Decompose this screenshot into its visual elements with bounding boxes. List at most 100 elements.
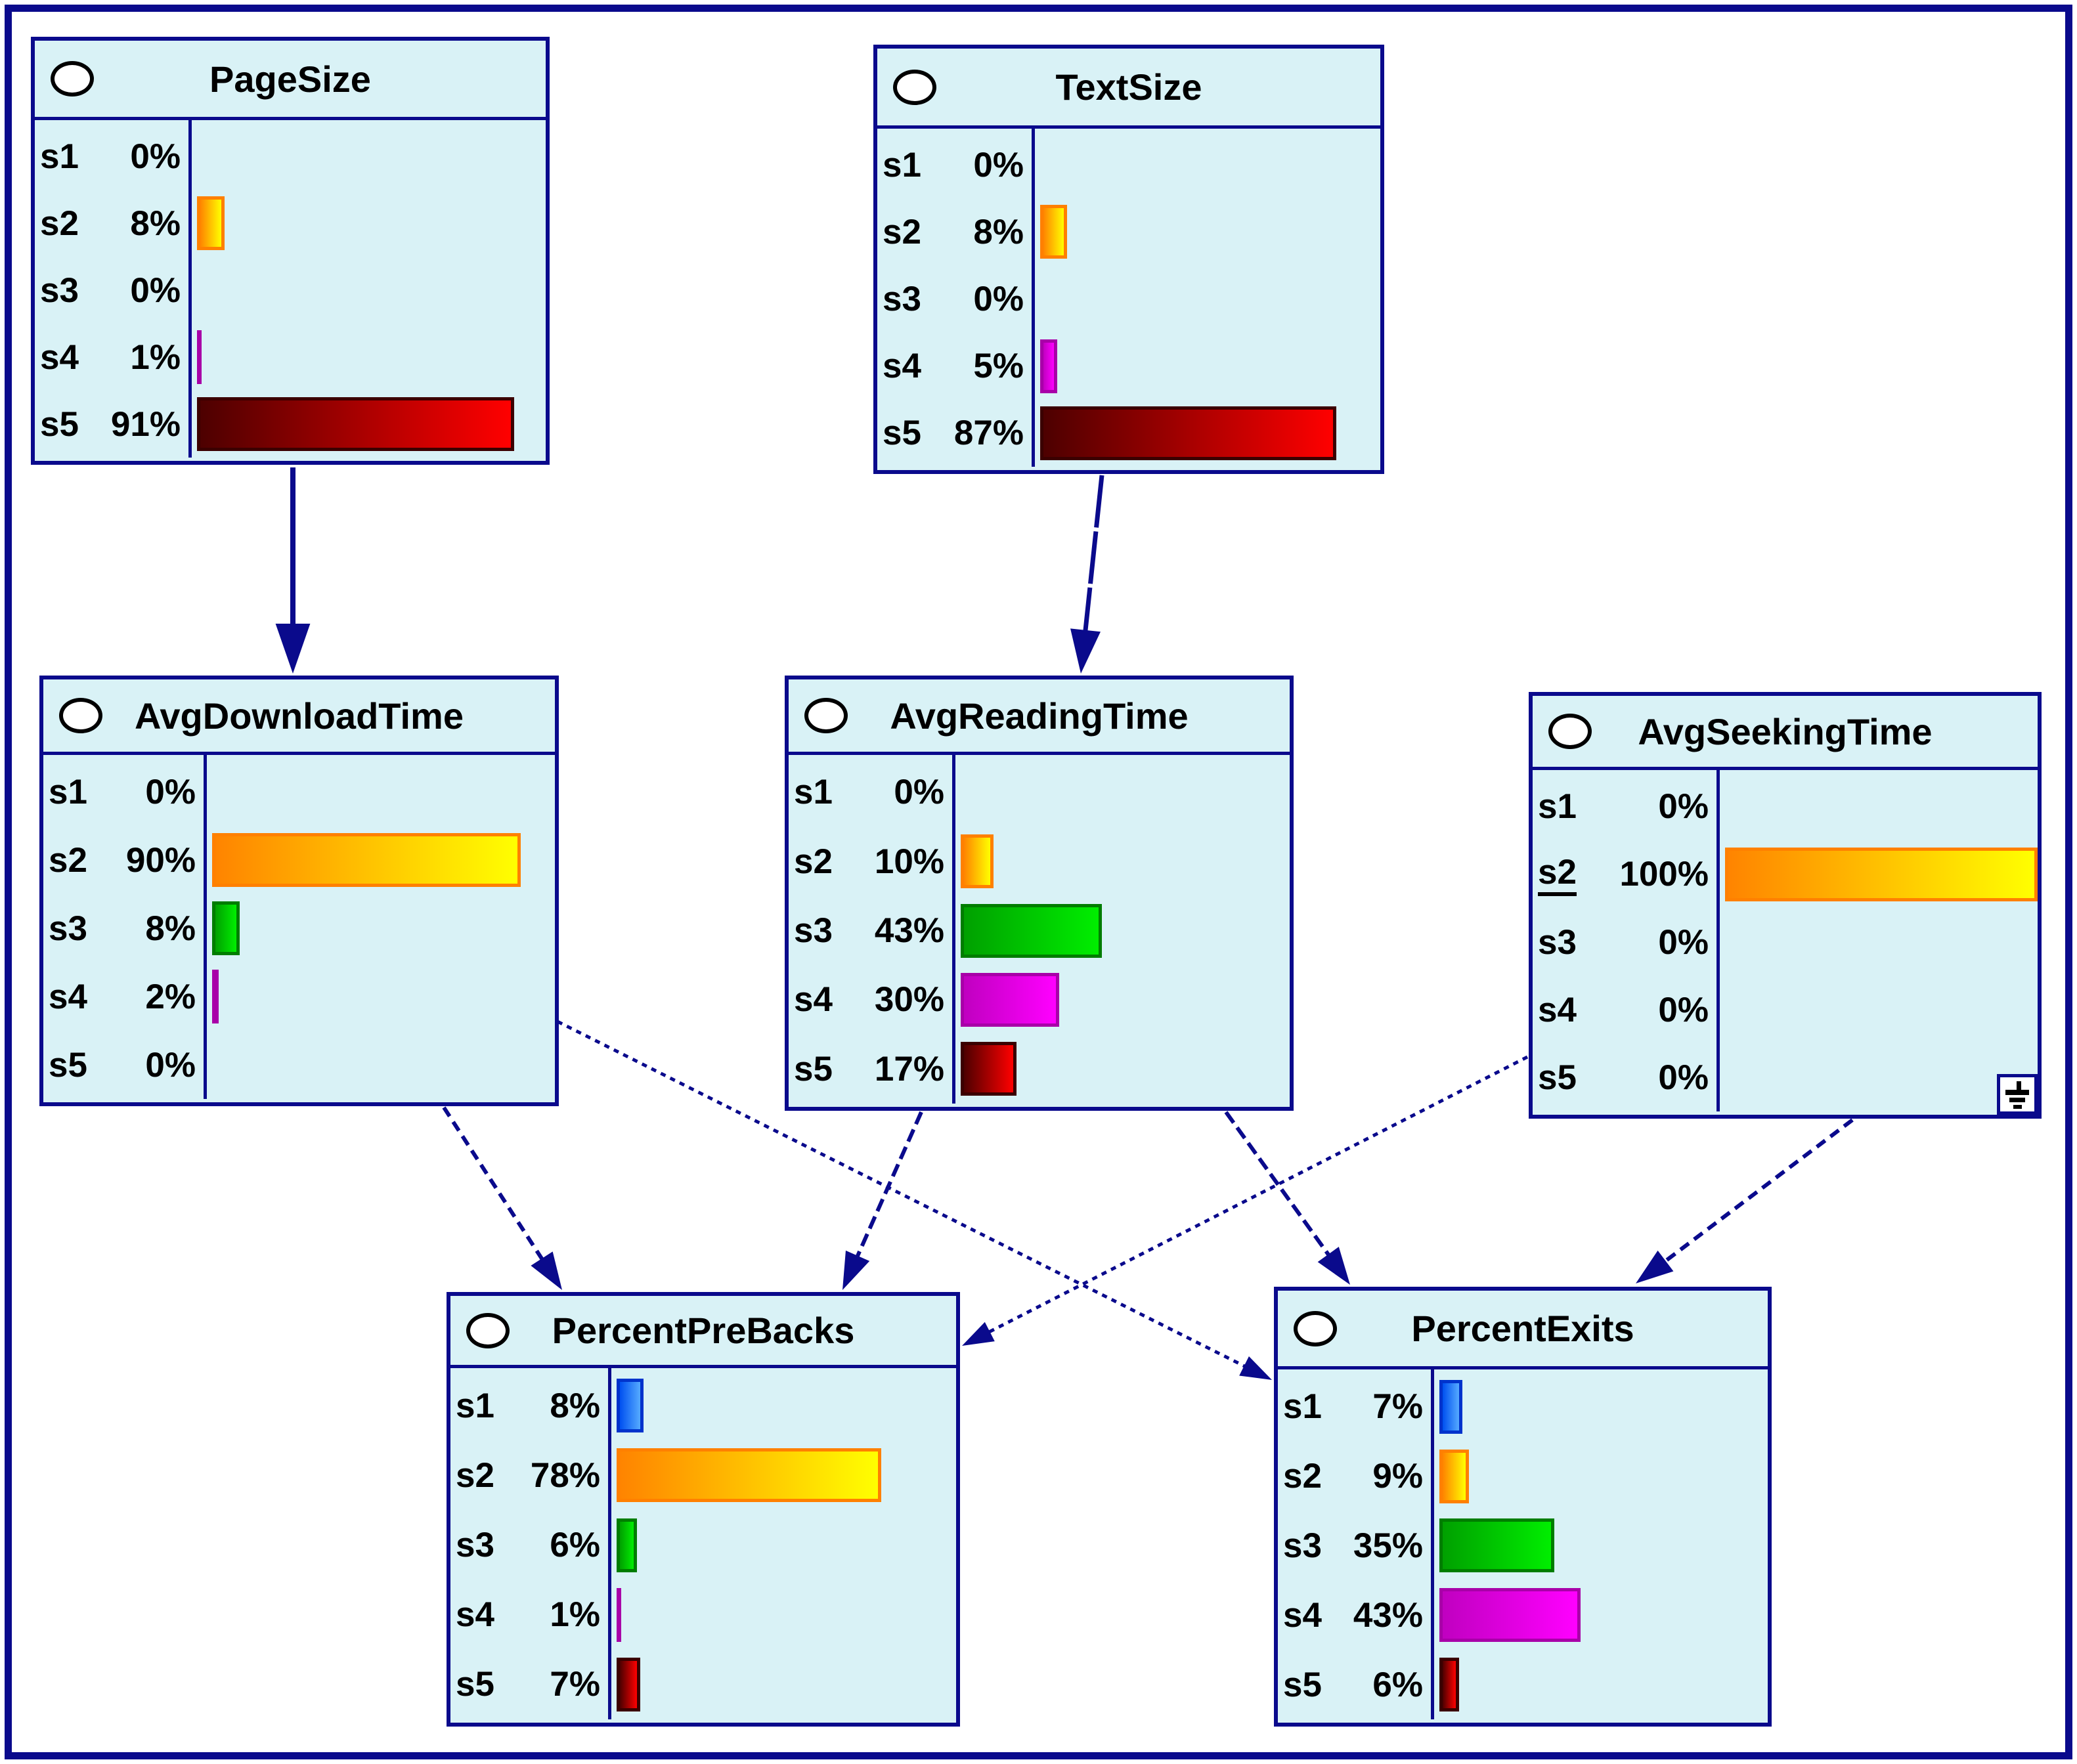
state-name: s2 (40, 204, 79, 243)
state-name: s3 (1538, 922, 1577, 962)
node-titlebar: PercentExits (1278, 1291, 1768, 1369)
probability-bar-s5 (961, 1042, 1017, 1096)
state-name: s1 (40, 137, 79, 176)
state-probability: 5% (973, 347, 1024, 386)
state-probability: 43% (874, 911, 944, 951)
state-probability: 87% (953, 414, 1024, 453)
probability-bar-s2 (197, 196, 225, 250)
probability-bar-s4 (1040, 339, 1057, 393)
state-name: s3 (40, 270, 79, 310)
state-probability: 30% (874, 980, 944, 1020)
state-name: s3 (883, 280, 921, 318)
state-probability: 2% (145, 977, 196, 1016)
state-name: s4 (49, 977, 87, 1016)
outer-frame (5, 5, 2072, 1759)
probability-bar-s4 (212, 970, 219, 1023)
bar-row (197, 190, 546, 257)
state-probability: 0% (1658, 1058, 1709, 1097)
probability-bar-s5 (1439, 1658, 1459, 1712)
state-row: s3 43% (789, 896, 952, 965)
state-row: s3 0% (1533, 908, 1716, 976)
state-name: s5 (1538, 1058, 1577, 1097)
bar-row (961, 827, 1290, 895)
bar-row (1725, 773, 2038, 840)
state-probability: 35% (1353, 1526, 1423, 1565)
state-probability: 1% (130, 337, 181, 377)
probability-bar-s2 (617, 1448, 882, 1503)
bar-row (212, 962, 555, 1031)
state-bar-column (1035, 129, 1380, 467)
node-titlebar: PageSize (35, 41, 546, 120)
bar-row (1040, 400, 1380, 467)
state-name: s4 (883, 347, 921, 386)
state-row: s3 0% (877, 265, 1032, 332)
state-probability: 0% (973, 145, 1024, 184)
state-name: s4 (456, 1595, 494, 1635)
state-name: s5 (883, 414, 921, 453)
state-probability: 8% (130, 204, 181, 243)
state-name: s3 (49, 909, 87, 948)
state-bar-column (1434, 1369, 1768, 1719)
state-name: s4 (1538, 990, 1577, 1029)
state-bar-column (955, 755, 1290, 1104)
state-name: s3 (456, 1526, 494, 1564)
node-title: PercentPreBacks (552, 1310, 855, 1351)
state-probability: 0% (145, 1045, 196, 1085)
state-name: s1 (456, 1386, 494, 1425)
state-probability: 0% (1658, 922, 1709, 962)
state-probability: 0% (1658, 787, 1709, 827)
state-name: s3 (1283, 1526, 1322, 1565)
node-ellipse-icon (893, 69, 936, 105)
bar-row (1725, 1044, 2038, 1111)
ground-symbol-icon (1997, 1074, 2038, 1115)
state-probability: 1% (550, 1595, 600, 1635)
bar-row (961, 965, 1290, 1034)
state-name: s4 (794, 980, 833, 1020)
state-name: s2 (883, 212, 921, 251)
state-probability: 0% (130, 137, 181, 176)
node-title: AvgDownloadTime (135, 695, 464, 737)
bar-row (212, 758, 555, 826)
bar-row (197, 324, 546, 391)
node-titlebar: AvgSeekingTime (1533, 696, 2038, 770)
state-probability: 0% (1658, 990, 1709, 1029)
bar-row (1725, 976, 2038, 1044)
state-probability: 43% (1353, 1595, 1423, 1635)
bar-row (617, 1440, 956, 1510)
bar-row (961, 758, 1290, 827)
link-AvgReadingTime-to-PercentPreBacks (851, 1111, 923, 1267)
state-probability: 0% (973, 280, 1024, 318)
state-name: s4 (1283, 1595, 1322, 1635)
node-title: PageSize (209, 58, 371, 100)
state-name: s2 (1283, 1457, 1322, 1496)
bar-row (617, 1650, 956, 1719)
state-row: s4 5% (877, 333, 1032, 400)
state-row: s4 30% (789, 965, 952, 1034)
bar-row (617, 1371, 956, 1440)
bar-row (197, 257, 546, 324)
probability-bar-s5 (617, 1657, 641, 1711)
state-name: s3 (794, 911, 833, 951)
state-probability: 6% (1372, 1665, 1423, 1704)
